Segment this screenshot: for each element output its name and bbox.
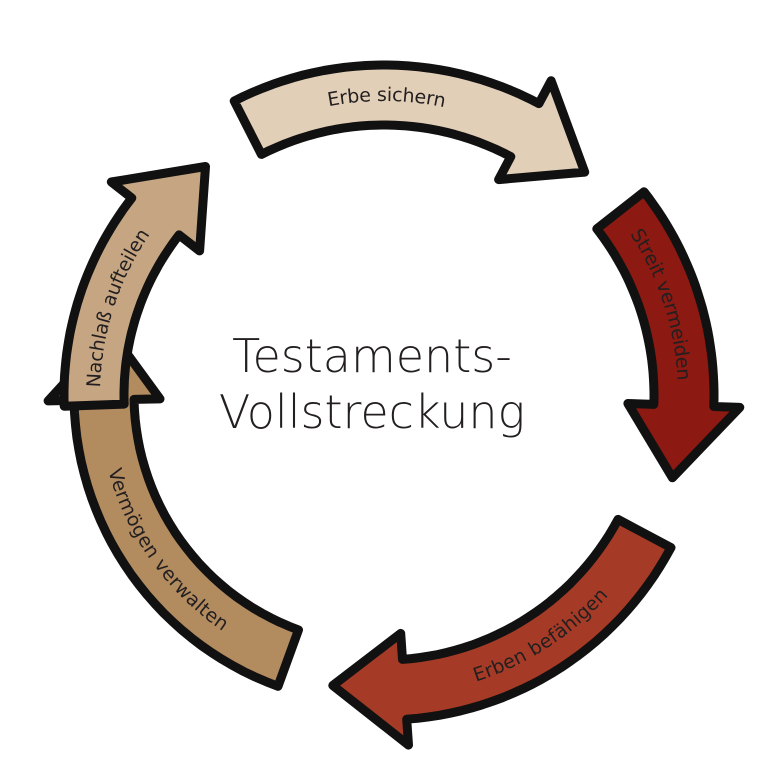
arrow-erben-befaehigen (328, 514, 676, 750)
arrow-streit-vermeiden (592, 187, 745, 483)
arrow-nachlass-aufteilen (59, 162, 210, 411)
title-line-1: Testaments- (232, 329, 512, 383)
arrow-vermoegen-verwalten (43, 327, 303, 691)
title-line-2: Vollstreckung (219, 385, 525, 439)
arrow-erbe-sichern (229, 60, 590, 185)
